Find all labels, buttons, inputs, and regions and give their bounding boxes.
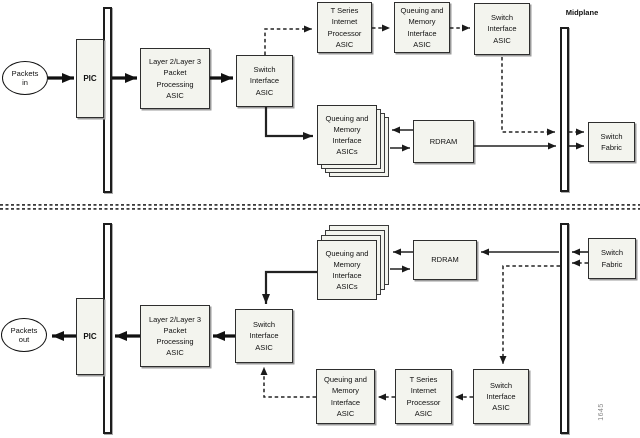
- switch-interface-asic-main-bottom: Switch Interface ASIC: [235, 309, 293, 363]
- queuing-memory-asic-bottom: Queuing and Memory Interface ASIC: [316, 369, 375, 424]
- l2l3-processing-asic-bottom: Layer 2/Layer 3 Packet Processing ASIC: [140, 305, 210, 367]
- arrow-qm-to-siamain-dashed: [260, 367, 316, 398]
- arrow-midplane-to-sia3-dashed: [499, 265, 560, 364]
- half-separator-line: [0, 204, 640, 210]
- t-series-processor-asic-top: T Series Internet Processor ASIC: [317, 2, 372, 53]
- fpc-board-bar-top: [103, 7, 112, 193]
- arrow-sia-to-qmstack: [264, 107, 313, 140]
- packets-out-node: Packets out: [1, 318, 47, 352]
- rdram-top: RDRAM: [413, 120, 474, 163]
- queuing-memory-asics-stack-top: Queuing and Memory Interface ASICs: [317, 105, 377, 165]
- arrow-sia2-to-midplane-dashed: [501, 57, 555, 136]
- midplane-bar-bottom: [560, 223, 569, 434]
- switch-interface-asic-3: Switch Interface ASIC: [473, 369, 529, 424]
- arrow-qmstack-to-sia-out: [262, 270, 317, 304]
- switch-fabric-top: Switch Fabric: [588, 122, 635, 162]
- arrow-sia-to-tseries-dashed: [264, 25, 312, 55]
- l2l3-processing-asic-top: Layer 2/Layer 3 Packet Processing ASIC: [140, 48, 210, 109]
- switch-interface-asic-2: Switch Interface ASIC: [474, 3, 530, 55]
- queuing-memory-asic-top: Queuing and Memory Interface ASIC: [394, 2, 450, 53]
- queuing-memory-asics-stack-bottom: Queuing and Memory Interface ASICs: [317, 240, 377, 300]
- packets-in-node: Packets in: [2, 61, 48, 95]
- switch-fabric-bottom: Switch Fabric: [588, 238, 636, 279]
- t-series-processor-asic-bottom: T Series Internet Processor ASIC: [395, 369, 452, 424]
- switch-interface-asic-1: Switch Interface ASIC: [236, 55, 293, 107]
- pic-box-top: PIC: [76, 39, 104, 118]
- rdram-bottom: RDRAM: [413, 240, 477, 280]
- fpc-board-bar-bottom: [103, 223, 112, 434]
- figure-id-label: 1645: [597, 403, 605, 421]
- midplane-bar-top: [560, 27, 569, 192]
- midplane-label: Midplane: [565, 8, 599, 17]
- pic-box-bottom: PIC: [76, 298, 104, 375]
